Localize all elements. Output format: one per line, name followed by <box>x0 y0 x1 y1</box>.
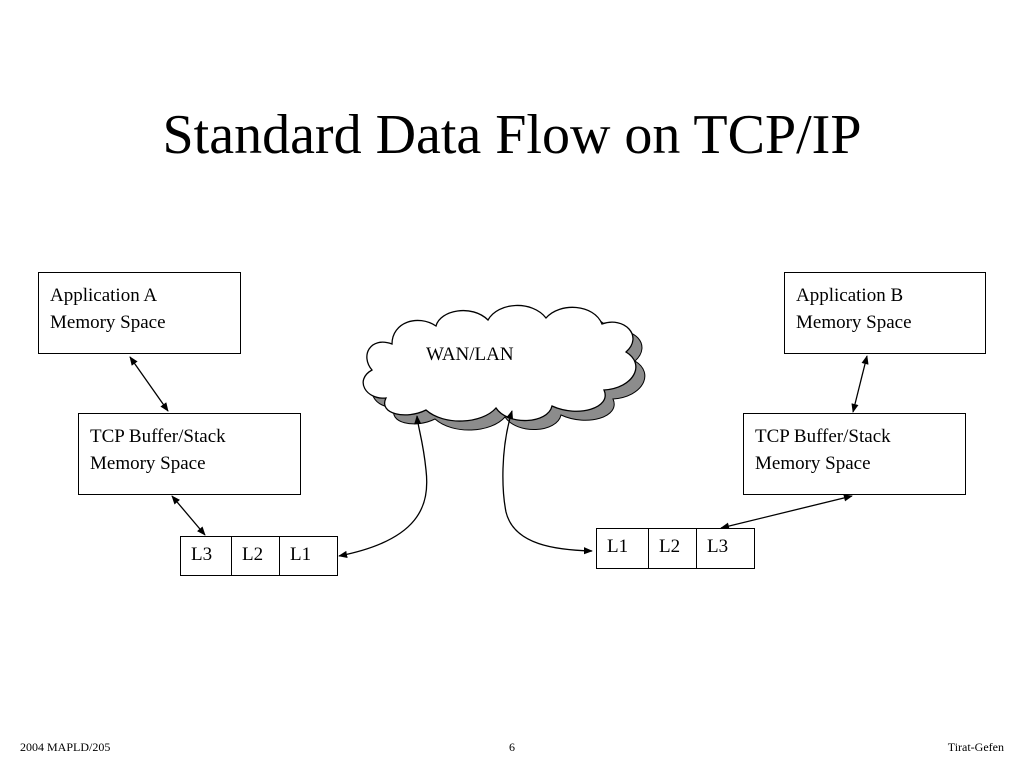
network-label: WAN/LAN <box>426 344 514 365</box>
application-a-label: Application A <box>50 285 158 306</box>
application-a-box: Application A Memory Space <box>38 272 241 354</box>
packet-right-cell: L3 <box>696 529 754 568</box>
packet-left: L3 L2 L1 <box>180 536 338 576</box>
packet-left-cell: L2 <box>231 537 279 575</box>
application-b-label: Application B <box>796 285 904 306</box>
packet-right: L1 L2 L3 <box>596 528 755 569</box>
application-b-box: Application B Memory Space <box>784 272 986 354</box>
arrow-network-to-packet-right <box>502 410 593 555</box>
tcp-buffer-a-label: TCP Buffer/Stack <box>90 426 226 447</box>
tcp-buffer-b-label: TCP Buffer/Stack <box>755 426 891 447</box>
footer-page-number: 6 <box>509 740 515 754</box>
arrow-app-b-to-tcp-b <box>851 355 869 413</box>
footer-author: Tirat-Gefen <box>947 740 1004 754</box>
arrow-app-a-to-tcp-a <box>129 356 169 412</box>
application-a-memory-label: Memory Space <box>50 312 166 333</box>
tcp-buffer-a-memory-label: Memory Space <box>90 453 206 474</box>
slide-title: Standard Data Flow on TCP/IP <box>162 104 862 166</box>
packet-left-cell: L1 <box>279 537 337 575</box>
arrow-packet-right-to-tcp-b <box>720 494 853 530</box>
tcp-buffer-b-memory-label: Memory Space <box>755 453 871 474</box>
tcp-buffer-b-box: TCP Buffer/Stack Memory Space <box>743 413 966 495</box>
packet-right-cell: L2 <box>648 529 696 568</box>
tcp-buffer-a-box: TCP Buffer/Stack Memory Space <box>78 413 301 495</box>
packet-right-cell: L1 <box>607 536 629 557</box>
application-b-memory-label: Memory Space <box>796 312 912 333</box>
arrow-packet-left-to-network <box>338 415 428 558</box>
footer-left: 2004 MAPLD/205 <box>20 740 111 754</box>
arrow-tcp-a-to-packet-left <box>171 495 206 536</box>
packet-left-cell: L3 <box>191 544 213 565</box>
